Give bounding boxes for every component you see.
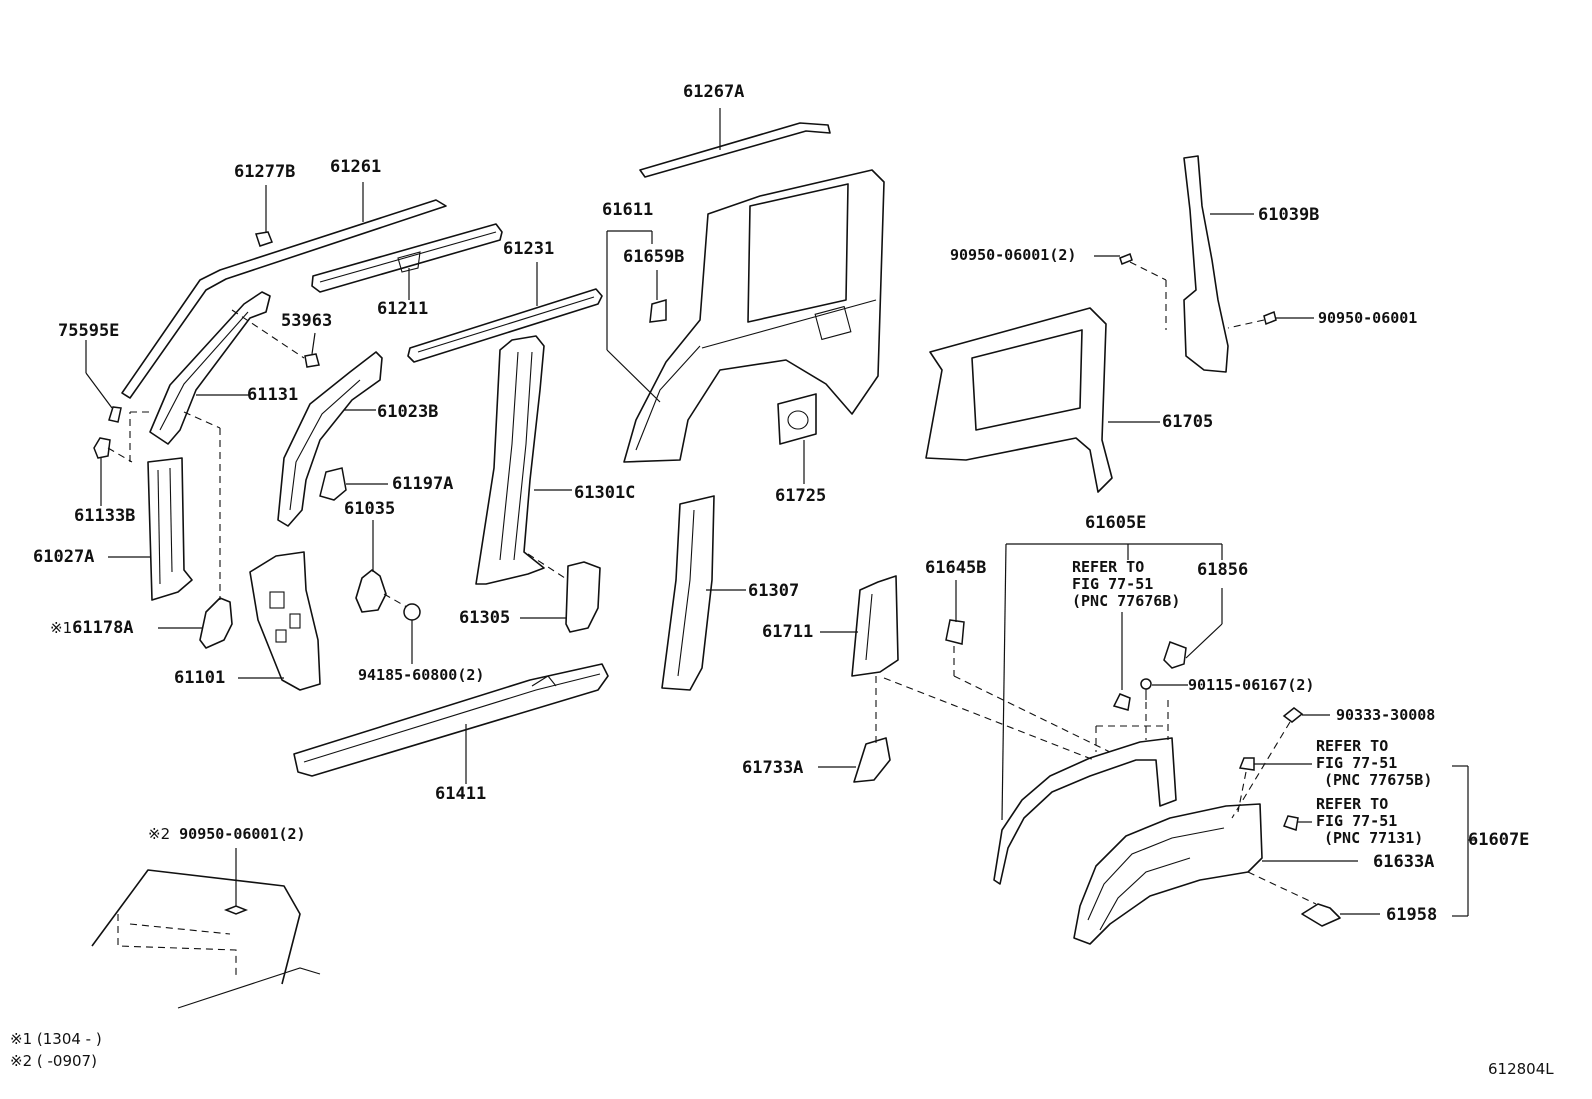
label-61178A[interactable]: ※161178A [50,618,134,638]
label-90950-06001[interactable]: 90950-06001 [1318,309,1418,327]
label-61231[interactable]: 61231 [503,239,555,259]
label-61645B[interactable]: 61645B [925,558,987,578]
part-90950-clips-drawing [1094,253,1314,330]
part-61733A-drawing [818,737,891,783]
figure-id: 612804L [1488,1060,1554,1078]
part-clip-77675B-drawing [1237,757,1312,813]
label-61023B[interactable]: 61023B [377,402,439,422]
part-61039B-drawing [1183,155,1254,373]
part-61197A-drawing [319,467,388,501]
label-61633A[interactable]: 61633A [1373,852,1435,872]
label-61197A[interactable]: 61197A [392,474,454,494]
part-61027A-drawing [108,457,193,601]
label-75595E[interactable]: 75595E [58,321,120,341]
part-61023B-drawing [277,351,383,527]
label-61711[interactable]: 61711 [762,622,814,642]
part-61231-drawing [407,262,603,363]
part-61307-drawing [661,495,746,691]
part-61411-drawing [293,663,609,784]
label-61133B[interactable]: 61133B [74,506,136,526]
label-61301C[interactable]: 61301C [574,483,636,503]
label-61659B[interactable]: 61659B [623,247,685,267]
part-61267A-drawing [639,108,831,178]
label-61131[interactable]: 61131 [247,385,299,405]
label-90333-30008[interactable]: 90333-30008 [1336,706,1436,724]
part-61633A-drawing [1073,803,1358,945]
part-61856-drawing [1163,588,1223,669]
part-61611-drawing [606,169,885,463]
refer-77675B-line3: (PNC 77675B) [1324,771,1433,789]
part-61261-drawing [121,182,447,399]
label-61705[interactable]: 61705 [1162,412,1214,432]
label-61305[interactable]: 61305 [459,608,511,628]
part-61605E-drawing [1001,543,1223,821]
label-61035[interactable]: 61035 [344,499,396,519]
label-61733A[interactable]: 61733A [742,758,804,778]
part-61035-drawing [355,520,413,613]
refer-77675B-line1: REFER TO [1316,737,1389,755]
part-61705-drawing [925,307,1160,493]
label-inset-90950-06001[interactable]: ※2 90950-06001(2) [148,826,306,843]
label-61958[interactable]: 61958 [1386,905,1438,925]
footnote-1: ※1 (1304 - ) [10,1030,102,1048]
refer-77676B-line3: (PNC 77676B) [1072,592,1181,610]
label-53963[interactable]: 53963 [281,311,333,331]
part-53963-drawing [231,309,320,368]
part-clip-77131-drawing [1283,815,1312,831]
part-61131-drawing [149,291,271,600]
part-61607E-bracket [1452,765,1476,917]
part-61101-drawing [238,551,321,691]
label-61039B[interactable]: 61039B [1258,205,1320,225]
label-90950-06001-2[interactable]: 90950-06001(2) [950,246,1077,264]
refer-77131-line3: (PNC 77131) [1324,829,1424,847]
label-61411[interactable]: 61411 [435,784,487,804]
label-61856[interactable]: 61856 [1197,560,1249,580]
part-94185-drawing [403,603,421,664]
part-61711-drawing [820,575,1095,761]
label-61607E[interactable]: 61607E [1468,830,1530,850]
part-61178A-drawing [158,597,233,649]
part-61305-drawing [520,561,601,633]
label-61178A-text: 61178A [72,618,134,638]
label-61725[interactable]: 61725 [775,486,827,506]
label-61267A[interactable]: 61267A [683,82,745,102]
refer-77675B-line2[interactable]: FIG 77-51 [1316,754,1398,772]
part-75595E-drawing [85,340,122,423]
part-61725-drawing [777,393,817,484]
part-61277B-drawing [255,185,273,247]
label-inset-90950-text: 90950-06001(2) [179,825,306,843]
part-90115-drawing [1095,678,1188,752]
part-90333-drawing [1231,707,1330,819]
footnote-2: ※2 ( -0907) [10,1052,97,1070]
label-61211[interactable]: 61211 [377,299,429,319]
label-61277B[interactable]: 61277B [234,162,296,182]
part-61645B-drawing [945,580,1111,753]
footnote-mark-2: ※2 [148,825,171,843]
inset-panel-drawing [91,848,321,1009]
part-61958-drawing [1301,903,1380,927]
refer-77131-line1: REFER TO [1316,795,1389,813]
part-61659B-drawing [649,231,667,323]
label-61307[interactable]: 61307 [748,581,800,601]
footnote-mark-1: ※1 [50,619,73,637]
label-61027A[interactable]: 61027A [33,547,95,567]
label-61261[interactable]: 61261 [330,157,382,177]
refer-77676B-line1: REFER TO [1072,558,1145,576]
part-61133B-drawing [93,411,150,506]
label-90115-06167[interactable]: 90115-06167(2) [1188,676,1315,694]
refer-77131-line2[interactable]: FIG 77-51 [1316,812,1398,830]
refer-77676B-line2[interactable]: FIG 77-51 [1072,575,1154,593]
label-61605E[interactable]: 61605E [1085,513,1147,533]
label-61101[interactable]: 61101 [174,668,226,688]
part-61211-drawing [311,223,503,300]
label-61611[interactable]: 61611 [602,200,654,220]
part-61301C-drawing [475,335,572,585]
label-94185-60800[interactable]: 94185-60800(2) [358,666,485,684]
part-61605E-arch-drawing [993,693,1177,885]
